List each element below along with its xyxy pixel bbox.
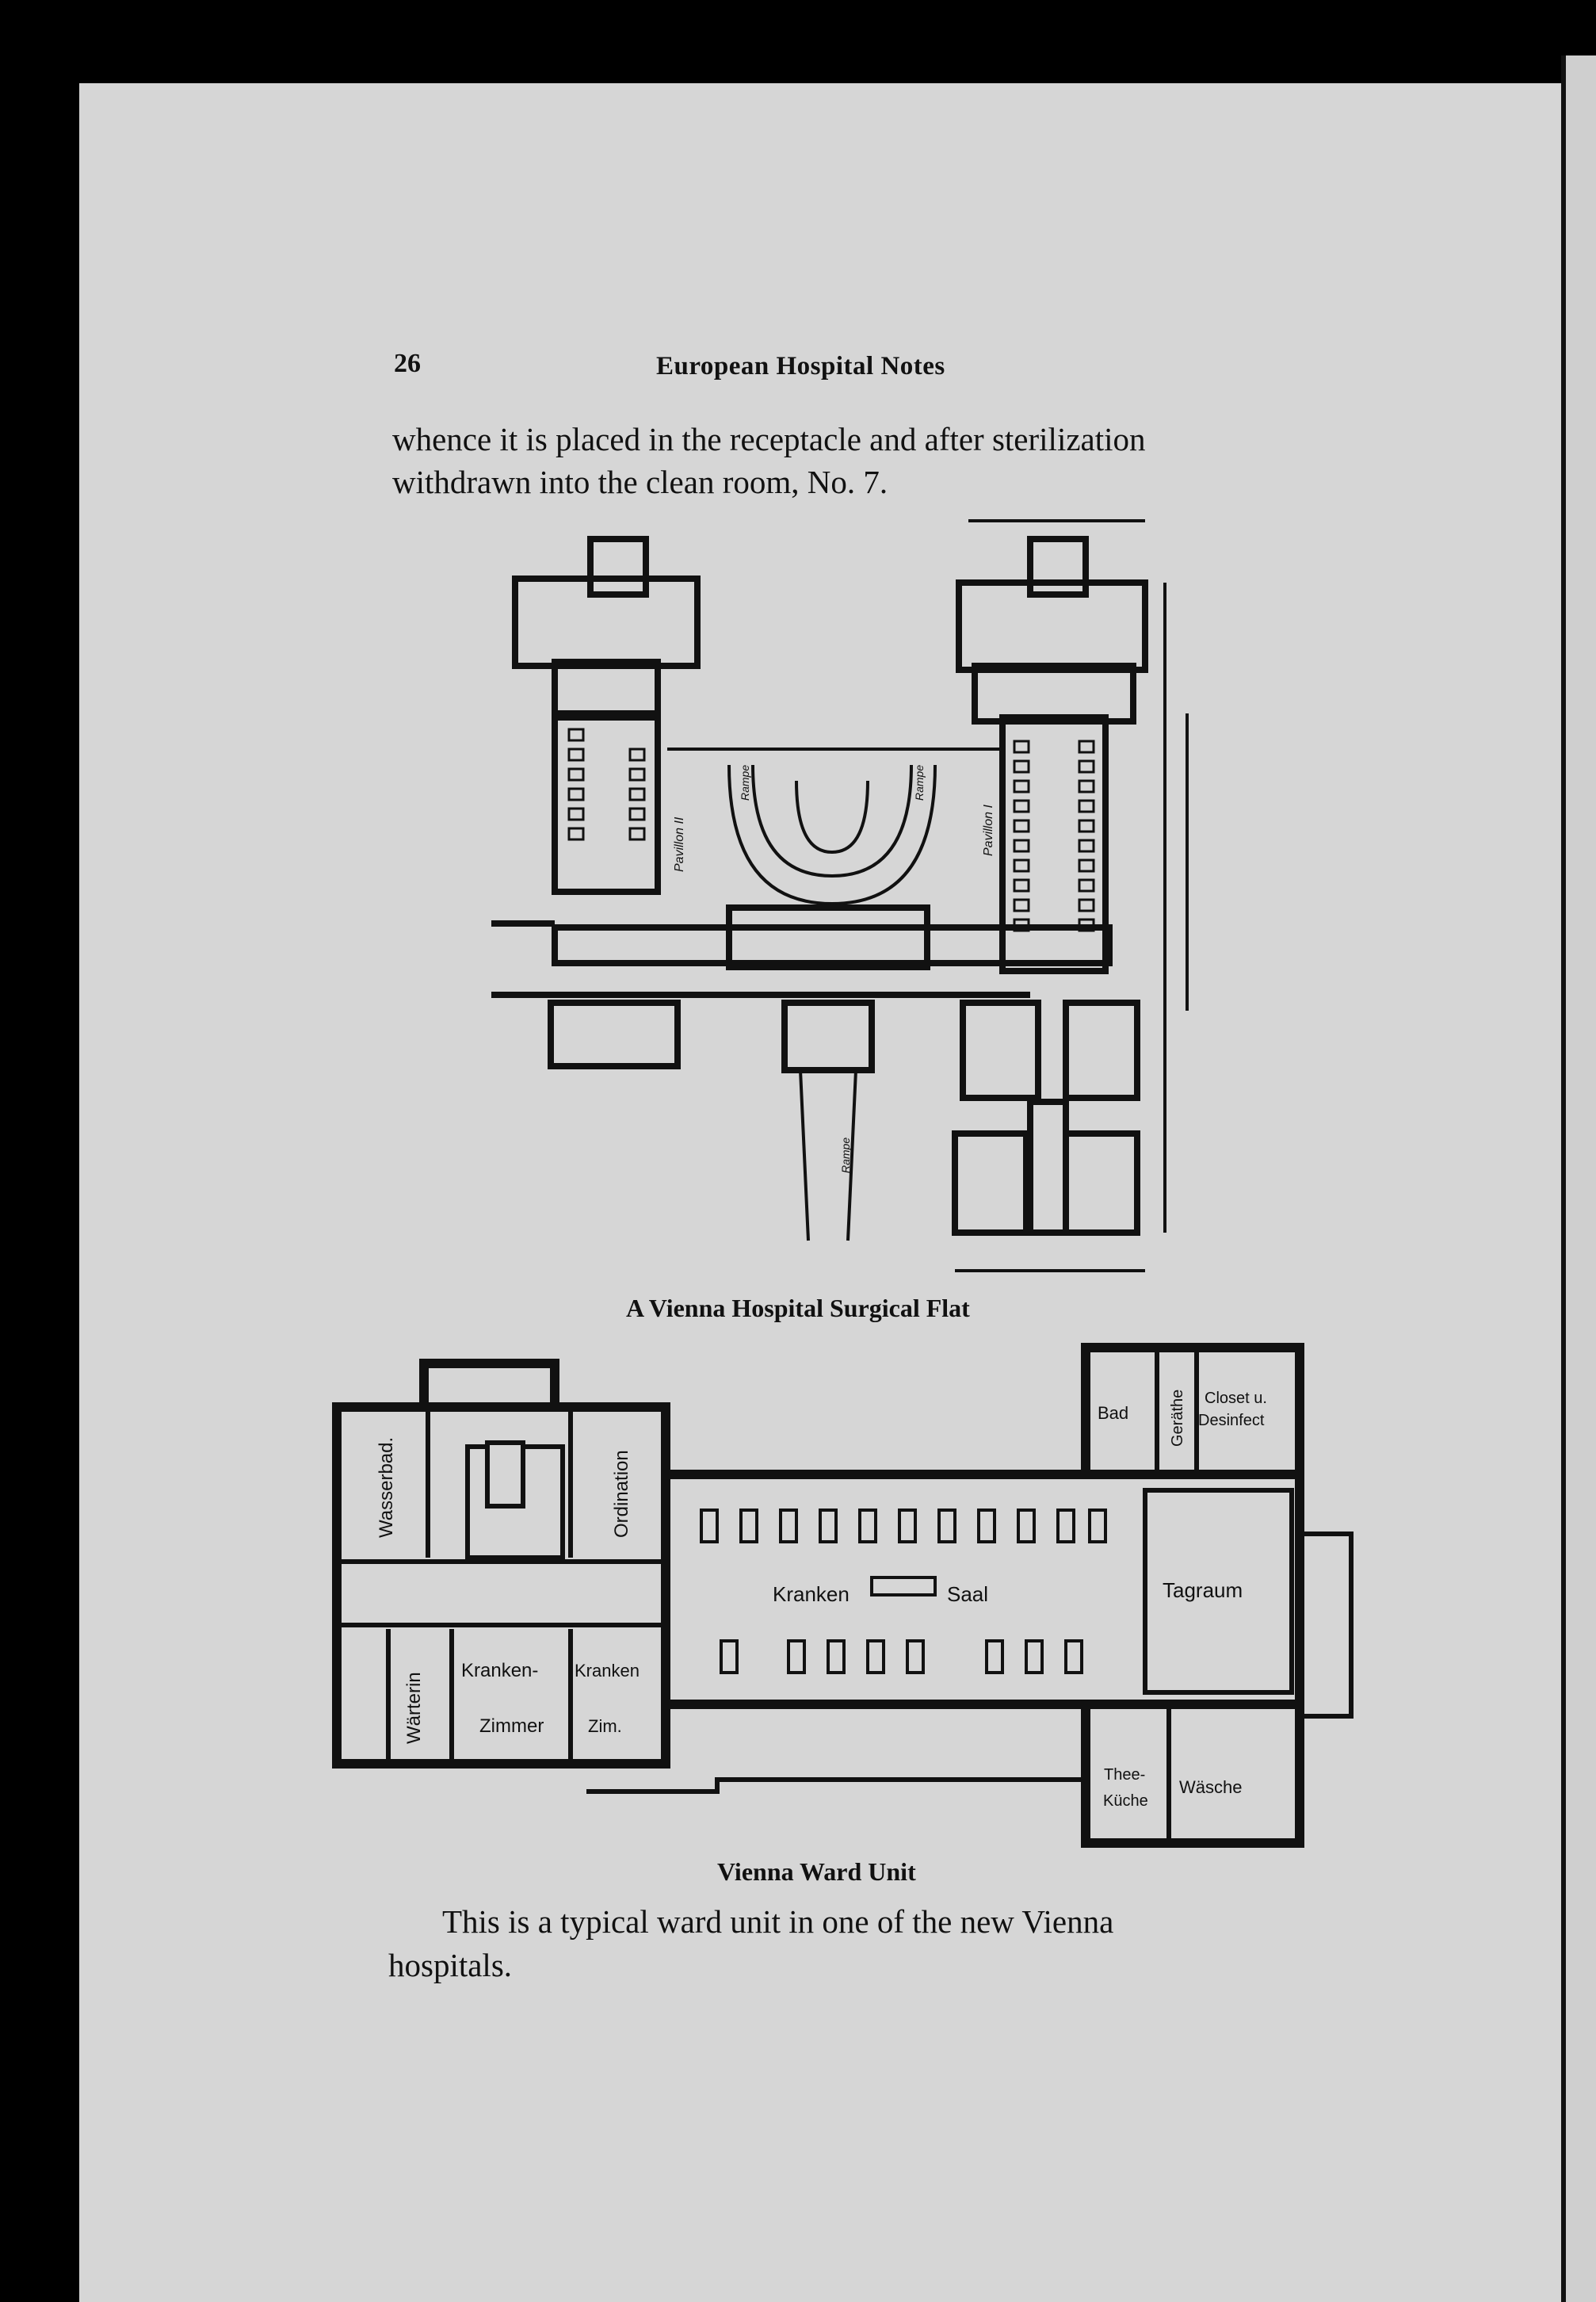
pavilion-1-label: Pavillon I (982, 805, 995, 856)
room-label-geraethe: Geräthe (1169, 1390, 1186, 1447)
room-label-closet: Closet u. (1205, 1390, 1267, 1407)
ramp-label-right: Rampe (913, 765, 926, 801)
body-text-line: This is a typical ward unit in one of th… (442, 1903, 1114, 1940)
book-page (79, 83, 1561, 2302)
room-label-krankenzim-2: Zim. (588, 1716, 622, 1736)
room-label-wasserbad: Wasserbad. (376, 1437, 397, 1538)
body-text-line: withdrawn into the clean room, No. 7. (392, 464, 888, 500)
running-head: European Hospital Notes (656, 352, 945, 380)
room-label-waesche: Wäsche (1179, 1777, 1242, 1797)
room-label-bad: Bad (1098, 1403, 1128, 1423)
ramp-label-bottom: Rampe (839, 1138, 852, 1173)
figure-caption: A Vienna Hospital Surgical Flat (626, 1294, 970, 1322)
room-label-krankenzimmer-2: Zimmer (479, 1715, 544, 1737)
room-label-thee: Thee- (1104, 1766, 1145, 1784)
room-label-ordination: Ordination (611, 1450, 632, 1538)
next-page-edge (1561, 55, 1596, 2302)
ramp-label-left: Rampe (739, 765, 751, 801)
room-label-waerterin: Wärterin (403, 1672, 425, 1744)
room-label-krankenzim-1: Kranken (575, 1661, 640, 1681)
room-label-kranken: Kranken (773, 1582, 850, 1606)
room-label-tagraum: Tagraum (1163, 1578, 1243, 1602)
room-label-kueche: Küche (1103, 1792, 1148, 1810)
page-number: 26 (394, 349, 421, 378)
body-text-line: hospitals. (388, 1947, 513, 1983)
figure-caption: Vienna Ward Unit (717, 1857, 916, 1886)
room-label-saal: Saal (947, 1582, 988, 1606)
pavilion-2-label: Pavillon II (673, 816, 686, 872)
room-label-krankenzimmer-1: Kranken- (461, 1660, 538, 1681)
room-label-desinfect: Desinfect (1198, 1412, 1265, 1429)
body-text-line: whence it is placed in the receptacle an… (392, 421, 1146, 457)
